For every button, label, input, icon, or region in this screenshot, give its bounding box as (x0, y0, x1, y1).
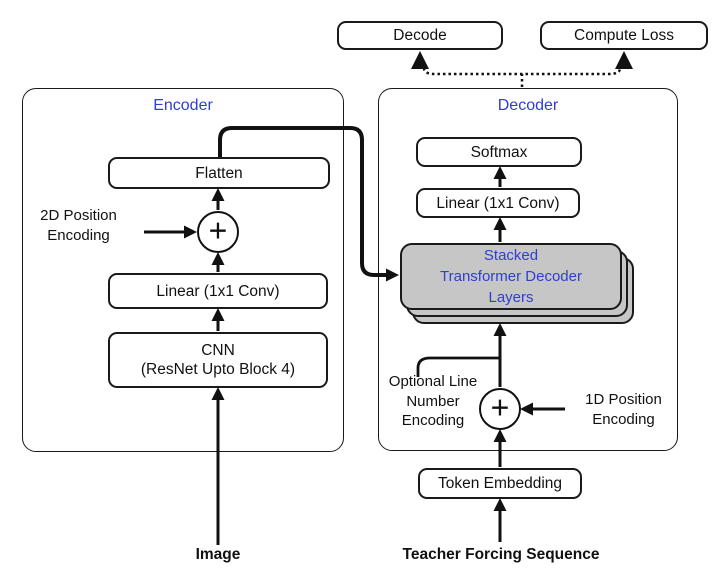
teacher-forcing-sequence-label: Teacher Forcing Sequence (402, 546, 600, 563)
arrowhead-to-compute-loss (615, 51, 633, 69)
encoder-linear-conv-box: Linear (1x1 Conv) (108, 273, 328, 309)
stacked-transformer-decoder-layers-box: Stacked Transformer Decoder Layers (400, 243, 622, 310)
encoder-panel: Encoder (22, 88, 344, 452)
arrowhead-to-decode (411, 51, 429, 69)
softmax-box: Softmax (416, 137, 582, 167)
decoder-linear-conv-box: Linear (1x1 Conv) (416, 188, 580, 218)
token-embedding-box: Token Embedding (418, 468, 582, 499)
plus-icon: + (208, 212, 228, 249)
encoder-add-circle: + (197, 211, 239, 253)
cnn-box: CNN (ResNet Upto Block 4) (108, 332, 328, 388)
encoder-title: Encoder (153, 97, 213, 114)
compute-loss-box: Compute Loss (540, 21, 708, 50)
plus-icon: + (490, 389, 510, 426)
label-2d-position-encoding: 2D Position Encoding (40, 207, 117, 244)
label-optional-line-number-encoding: Optional Line Number Encoding (388, 373, 478, 429)
dotted-line-to-outputs (422, 67, 622, 76)
decoder-title: Decoder (497, 97, 559, 114)
label-1d-position-encoding: 1D Position Encoding (585, 391, 662, 428)
decode-box: Decode (337, 21, 503, 50)
image-input-label: Image (195, 546, 241, 563)
flatten-box: Flatten (108, 157, 330, 189)
